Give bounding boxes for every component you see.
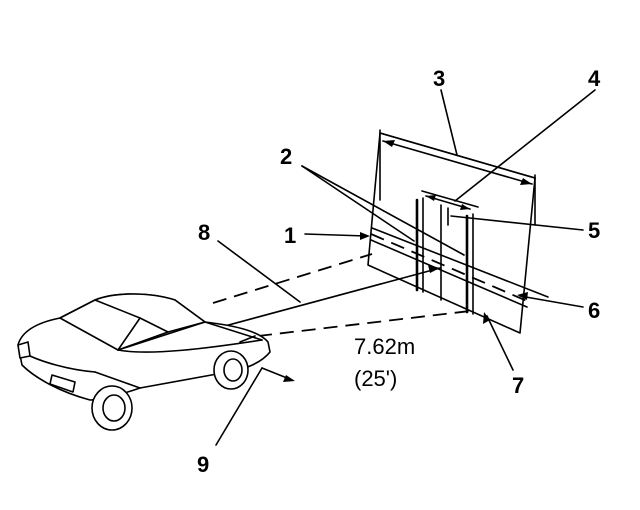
callout-7: 7	[512, 373, 524, 398]
distance-metric: 7.62m	[354, 334, 415, 359]
callout-4: 4	[588, 66, 601, 91]
distance-arrow-9	[261, 367, 295, 382]
callout-3: 3	[433, 66, 445, 91]
callout-8: 8	[198, 220, 210, 245]
callout-9: 9	[197, 452, 209, 477]
callout-6: 6	[588, 298, 600, 323]
distance-imperial: (25')	[354, 366, 397, 391]
light-beams	[212, 253, 471, 337]
centerline-8	[209, 267, 441, 331]
callout-2: 2	[280, 144, 292, 169]
callout-1: 1	[284, 223, 296, 248]
leader-lines	[215, 89, 596, 446]
vehicle	[17, 293, 271, 431]
callout-5: 5	[588, 218, 600, 243]
aiming-screen	[367, 132, 549, 334]
dimension-4-arrow	[425, 195, 471, 210]
centerline-arrowhead	[428, 265, 440, 273]
